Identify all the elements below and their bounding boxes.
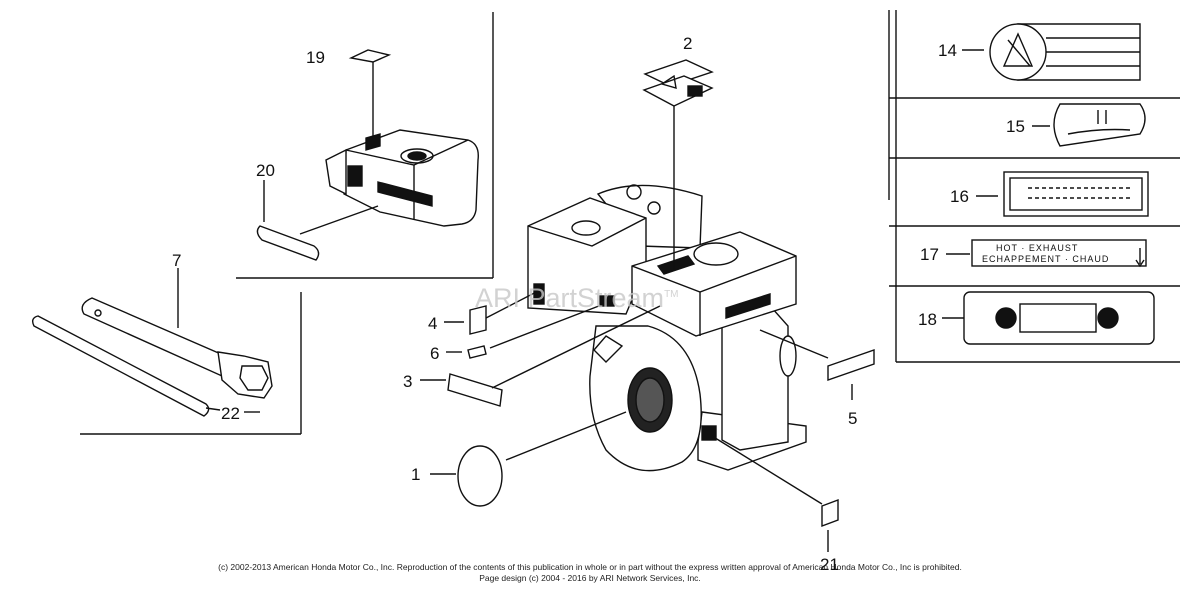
copyright-footer: (c) 2002-2013 American Honda Motor Co., … <box>218 562 962 572</box>
callout-16: 16 <box>950 187 969 206</box>
callout-7: 7 <box>172 251 181 270</box>
watermark-text: ARI PartStream <box>475 283 665 313</box>
callout-14: 14 <box>938 41 957 60</box>
loose-decals <box>244 287 875 552</box>
frame-lines <box>80 10 1180 435</box>
callout-3: 3 <box>403 372 412 391</box>
right-decals <box>942 23 1155 345</box>
callout-17: 17 <box>920 245 939 264</box>
callout-1: 1 <box>411 465 420 484</box>
callout-20: 19 <box>306 48 325 67</box>
watermark: ARI PartStreamTM <box>475 283 679 314</box>
callout-19: 21 <box>820 555 839 574</box>
fuel-tank-inset <box>256 49 479 261</box>
tools <box>31 268 273 417</box>
callout-2: 2 <box>683 34 692 53</box>
callout-22: 22 <box>221 404 240 423</box>
decal-17-line2: ECHAPPEMENT · CHAUD <box>982 254 1109 264</box>
callout-15: 15 <box>1006 117 1025 136</box>
callout-6: 6 <box>430 344 439 363</box>
callout-4: 4 <box>428 314 437 333</box>
callout-5: 5 <box>848 409 857 428</box>
engine <box>527 59 807 472</box>
decal-17-line1: HOT · EXHAUST <box>996 243 1078 253</box>
callout-21: 20 <box>256 161 275 180</box>
page-design-footer: Page design (c) 2004 - 2016 by ARI Netwo… <box>479 573 701 583</box>
watermark-tm: TM <box>664 289 679 300</box>
callout-18: 18 <box>918 310 937 329</box>
